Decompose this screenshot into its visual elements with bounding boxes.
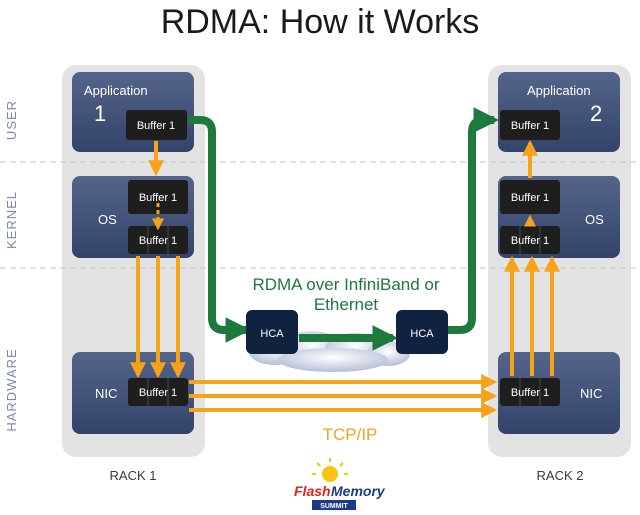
rack-1-nic-label: NIC (95, 386, 117, 401)
rack-2-os-buffer-top (500, 180, 560, 214)
rdma-path-right (448, 107, 500, 334)
rack-1-os-buffer-top-label: Buffer 1 (139, 192, 177, 204)
logo-summit-text: SUMMIT (320, 503, 348, 510)
rack-1-application-label: Application (84, 83, 148, 98)
logo-summit-bar (312, 500, 356, 510)
rack-2-label: RACK 2 (537, 468, 584, 483)
flash-memory-summit-logo: Flash Memory SUMMIT (294, 458, 386, 510)
hca-right-label: HCA (410, 328, 434, 340)
layer-label-hardware: HARDWARE (4, 348, 19, 431)
tcpip-label: TCP/IP (323, 425, 378, 444)
logo-memory-text: Memory (331, 483, 386, 499)
rack-1-nic-buffer (128, 378, 188, 406)
rack-1-os-buffer-bottom-label: Buffer 1 (139, 235, 177, 247)
rack-1-os-buffer-bottom (128, 226, 188, 254)
rack-2-app-buffer (500, 110, 560, 140)
rack-2-application-number: 2 (590, 101, 602, 126)
rack-2-nic-buffer-label: Buffer 1 (511, 387, 549, 399)
layer-label-kernel: KERNEL (4, 191, 19, 249)
rdma-label-line-2: Ethernet (314, 295, 379, 314)
rack-2-application-label: Application (527, 83, 591, 98)
logo-flash-text: Flash (294, 483, 331, 499)
rack-2-os-buffer-top-label: Buffer 1 (511, 192, 549, 204)
rack-1-os-buffer-top (128, 180, 188, 214)
sun-burst-icon (312, 458, 348, 482)
rack-2-os-buffer-bottom (500, 226, 560, 254)
rack-2-nic-buffer (500, 378, 560, 406)
rack-1-app-buffer-label: Buffer 1 (137, 120, 175, 132)
rack-1-label: RACK 1 (110, 468, 157, 483)
hca-left-label: HCA (260, 328, 284, 340)
rack-1-os-label: OS (98, 212, 117, 227)
rack-2-os-label: OS (585, 212, 604, 227)
rdma-label-line-1: RDMA over InfiniBand or (252, 275, 439, 294)
hca-left (246, 310, 298, 354)
rack-1-app-buffer (126, 110, 187, 140)
rack-2-nic-label: NIC (580, 386, 602, 401)
hca-right (396, 310, 448, 354)
page-title: RDMA: How it Works (161, 3, 480, 41)
rack-2-os-buffer-bottom-label: Buffer 1 (511, 235, 549, 247)
layer-label-user: USER (4, 100, 19, 140)
rack-1-application-number: 1 (94, 101, 106, 126)
rdma-path-left (188, 116, 252, 343)
rack-1-nic-buffer-label: Buffer 1 (139, 387, 177, 399)
rack-2-app-buffer-label: Buffer 1 (511, 120, 549, 132)
